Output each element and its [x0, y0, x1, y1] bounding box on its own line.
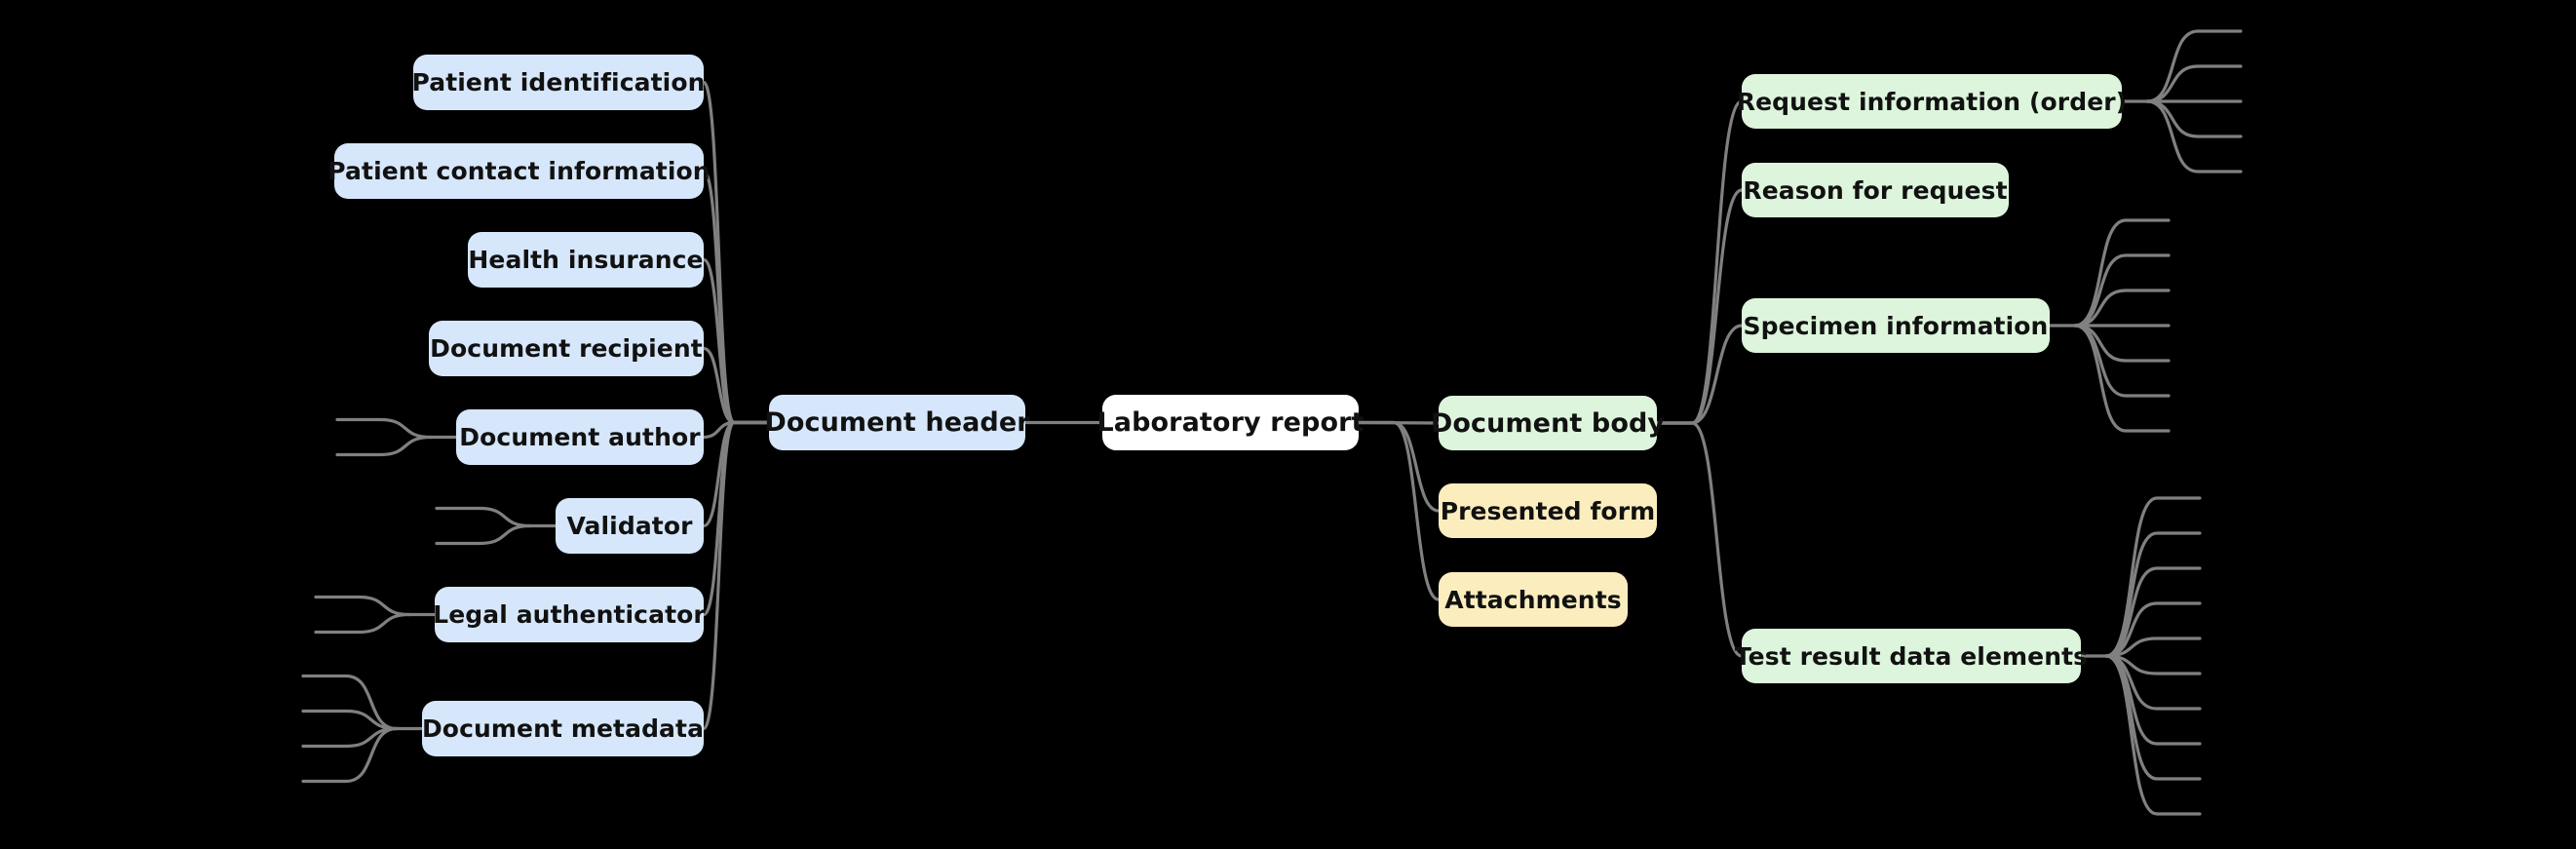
node-header-child-2-label: Health insurance	[468, 246, 704, 274]
node-body-sibling-0[interactable]: Presented form	[1439, 483, 1657, 538]
edge-body-child-1	[1655, 188, 1744, 425]
edge-body-child-2	[1655, 324, 1744, 425]
node-header-child-0-label: Patient identification	[411, 68, 706, 96]
node-body-sibling-1-label: Attachments	[1444, 585, 1622, 614]
leaf-7-stub-3	[301, 726, 399, 784]
node-header-child-4[interactable]: Document author	[456, 409, 704, 465]
leaf-7-stub-2	[301, 726, 399, 749]
node-body-child-1[interactable]: Reason for request	[1742, 163, 2009, 217]
node-laboratory-report[interactable]: Laboratory report	[1096, 395, 1364, 450]
node-header-child-6[interactable]: Legal authenticator	[433, 587, 706, 642]
edge-body-child-0	[1655, 99, 1744, 425]
node-header-child-1[interactable]: Patient contact information	[327, 143, 711, 199]
node-body-child-0[interactable]: Request information (order)	[1737, 74, 2127, 129]
node-header-child-7[interactable]: Document metadata	[422, 701, 704, 756]
edge-root-sibling-0	[1357, 420, 1441, 513]
node-body-child-3[interactable]: Test result data elements	[1735, 629, 2088, 683]
leaf-6-stub-0	[314, 595, 411, 617]
edge-header-child-0	[702, 80, 771, 425]
node-body-child-3-label: Test result data elements	[1734, 641, 2089, 671]
node-header-child-7-label: Document metadata	[421, 714, 705, 743]
node-laboratory-report-label: Laboratory report	[1096, 407, 1365, 438]
node-body-child-0-label: Request information (order)	[1736, 87, 2128, 116]
leaf-7-stub-0	[301, 674, 399, 731]
node-header-child-5-label: Validator	[566, 512, 693, 540]
node-body-sibling-0-label: Presented form	[1440, 496, 1656, 525]
node-header-child-0[interactable]: Patient identification	[411, 55, 706, 110]
rleaf-2-stub-1	[2073, 253, 2171, 328]
edge-header-child-2	[702, 257, 771, 425]
node-header-child-1-label: Patient contact information	[327, 157, 711, 185]
node-document-header[interactable]: Document header	[764, 395, 1030, 450]
node-body-sibling-1[interactable]: Attachments	[1439, 572, 1628, 627]
edge-header-child-6	[702, 420, 771, 617]
rleaf-0-stub-4	[2145, 99, 2243, 174]
leaf-4-stub-1	[335, 435, 433, 457]
node-header-child-5[interactable]: Validator	[556, 498, 704, 554]
edge-header-child-7	[702, 420, 771, 731]
node-body-child-2[interactable]: Specimen information	[1742, 298, 2050, 353]
edge-body-child-3	[1655, 421, 1744, 658]
node-header-child-3[interactable]: Document recipient	[429, 321, 704, 376]
rleaf-2-stub-2	[2073, 289, 2171, 328]
edge-header-child-4	[702, 420, 771, 440]
node-document-body[interactable]: Document body	[1431, 396, 1665, 450]
rleaf-0-stub-1	[2145, 64, 2243, 103]
node-header-child-6-label: Legal authenticator	[433, 600, 706, 629]
rleaf-3-stub-2	[2104, 566, 2202, 658]
node-body-child-1-label: Reason for request	[1743, 175, 2008, 205]
node-header-child-3-label: Document recipient	[430, 334, 703, 363]
leaf-6-stub-1	[314, 612, 411, 635]
edge-root-sibling-1	[1357, 420, 1441, 601]
node-document-body-label: Document body	[1430, 407, 1666, 439]
rleaf-2-stub-6	[2073, 324, 2171, 433]
node-body-child-2-label: Specimen information	[1743, 311, 2049, 340]
rleaf-3-stub-3	[2104, 601, 2202, 658]
rleaf-3-stub-9	[2104, 654, 2202, 816]
leaf-5-stub-1	[435, 523, 532, 546]
leaf-4-stub-0	[335, 417, 433, 440]
edge-header-child-5	[702, 420, 771, 528]
leaf-7-stub-1	[301, 709, 399, 731]
leaf-5-stub-0	[435, 506, 532, 528]
rleaf-3-stub-0	[2104, 496, 2202, 658]
node-header-child-4-label: Document author	[459, 423, 701, 451]
rleaf-2-stub-0	[2073, 218, 2171, 328]
edge-header-child-3	[702, 346, 771, 425]
node-header-child-2[interactable]: Health insurance	[468, 232, 704, 288]
rleaf-0-stub-0	[2145, 29, 2243, 103]
node-document-header-label: Document header	[764, 407, 1030, 438]
